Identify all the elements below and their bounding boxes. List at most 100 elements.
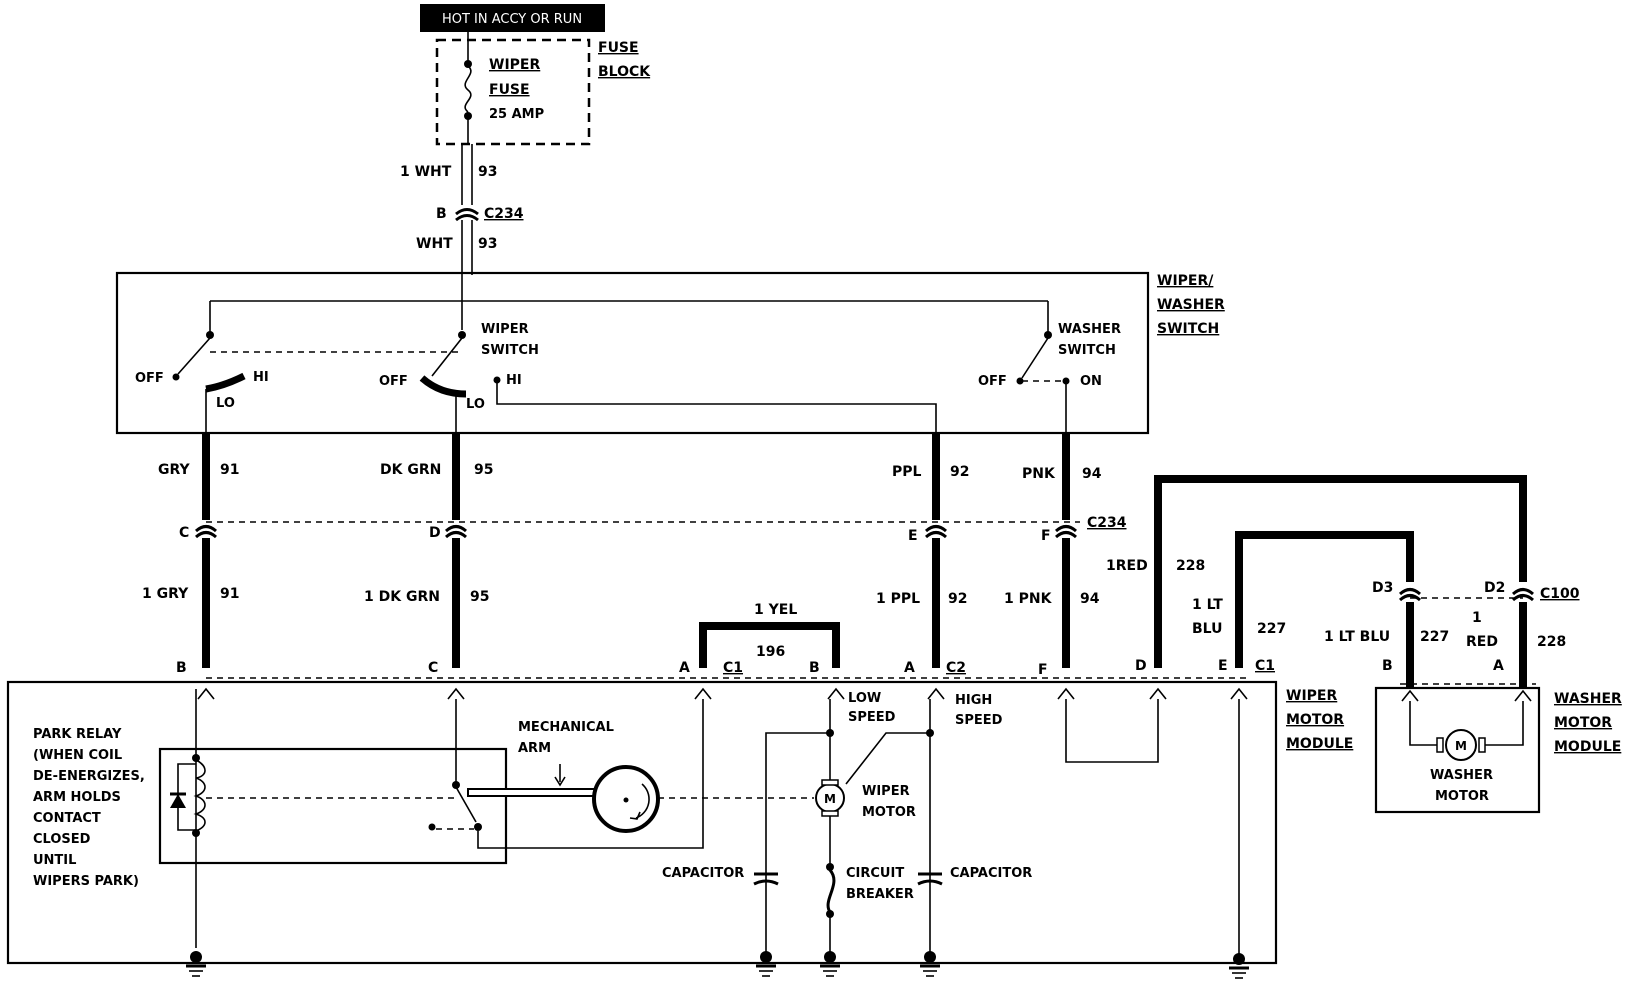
wiper-motor-symbol: M bbox=[824, 792, 836, 806]
module-pin-c: C bbox=[428, 660, 438, 676]
wiper-module-title: WIPER bbox=[1286, 688, 1337, 704]
wire-red: 1RED bbox=[1106, 558, 1148, 574]
high-speed-label: HIGH bbox=[955, 693, 992, 708]
module-pin-d: D bbox=[1135, 658, 1147, 674]
module-c1-e: C1 bbox=[1255, 658, 1275, 674]
wire-red-228 bbox=[1154, 475, 1527, 668]
switch-assembly-title-3: SWITCH bbox=[1157, 321, 1219, 337]
wire-gry-upper-circuit: 91 bbox=[220, 462, 239, 478]
high-speed-label-2: SPEED bbox=[955, 713, 1003, 728]
svg-text:CONTACT: CONTACT bbox=[33, 811, 101, 826]
fuse-block-title-2: BLOCK bbox=[598, 64, 651, 80]
wire-gry-upper: GRY bbox=[158, 462, 191, 478]
fuse-name: WIPER bbox=[489, 57, 540, 73]
wire-pnk-pin: F bbox=[1041, 528, 1051, 544]
capacitor-right-icon bbox=[917, 872, 943, 886]
washer-ltblu-circuit: 227 bbox=[1420, 629, 1449, 645]
module-entry-arrows bbox=[197, 687, 1248, 700]
wiper-motor-label: WIPER bbox=[862, 784, 910, 799]
wire-ppl-pin: E bbox=[908, 528, 918, 544]
wire-yel-196 bbox=[699, 622, 840, 668]
washer-pin-a: A bbox=[1493, 658, 1504, 674]
mid-switch-hi: HI bbox=[506, 373, 522, 388]
ground-icons bbox=[186, 951, 1249, 979]
module-pin-e: E bbox=[1218, 658, 1228, 674]
switch-assembly-title-2: WASHER bbox=[1157, 297, 1225, 313]
wiper-switch-label-2: SWITCH bbox=[481, 343, 539, 358]
wire-pnk-upper: PNK bbox=[1022, 466, 1056, 482]
washer-red-wire-1: 1 bbox=[1472, 610, 1482, 626]
washer-ltblu-wire: 1 LT BLU bbox=[1324, 629, 1390, 645]
washer-module-title-3: MODULE bbox=[1554, 739, 1621, 755]
wiper-module-title-2: MOTOR bbox=[1286, 712, 1344, 728]
feed-upper-wire: 1 WHT bbox=[400, 164, 452, 180]
washer-connector: C100 bbox=[1540, 586, 1580, 602]
washer-red-circuit: 228 bbox=[1537, 634, 1566, 650]
wire-ppl-upper: PPL bbox=[892, 464, 922, 480]
circuit-breaker-label: CIRCUIT bbox=[846, 866, 904, 881]
wire-pnk-upper-circuit: 94 bbox=[1082, 466, 1102, 482]
module-pin-f: F bbox=[1038, 662, 1048, 678]
svg-text:WIPERS PARK): WIPERS PARK) bbox=[33, 874, 139, 889]
left-switch-off: OFF bbox=[135, 371, 164, 386]
capacitor-left-label: CAPACITOR bbox=[662, 866, 744, 881]
wiper-switch-label: WIPER bbox=[481, 322, 529, 337]
switch-assembly-title: WIPER/ bbox=[1157, 273, 1214, 289]
wire-dkgrn-upper-circuit: 95 bbox=[474, 462, 493, 478]
left-switch-lo: LO bbox=[216, 396, 235, 411]
washer-switch-off: OFF bbox=[978, 374, 1007, 389]
harness-connector: C234 bbox=[1087, 515, 1127, 531]
mechanical-arm-icon bbox=[467, 788, 609, 797]
wire-dkgrn-upper: DK GRN bbox=[380, 462, 441, 478]
wiper-motor-label-2: MOTOR bbox=[862, 805, 916, 820]
diode-icon bbox=[170, 794, 186, 808]
wire-gry-lower: 1 GRY bbox=[142, 586, 189, 602]
low-speed-label: LOW bbox=[848, 691, 881, 706]
svg-text:CLOSED: CLOSED bbox=[33, 832, 91, 847]
wire-yel-circuit: 196 bbox=[756, 644, 785, 660]
washer-motor-icon bbox=[1445, 729, 1477, 761]
washer-switch-on: ON bbox=[1080, 374, 1102, 389]
module-pin-b-c1: B bbox=[809, 660, 820, 676]
wire-ppl-lower: 1 PPL bbox=[876, 591, 920, 607]
washer-module-title-2: MOTOR bbox=[1554, 715, 1612, 731]
fuse-icon bbox=[464, 65, 472, 113]
washer-pin-d2: D2 bbox=[1484, 580, 1505, 596]
wire-dkgrn-pin: D bbox=[429, 525, 441, 541]
wire-dkgrn-lower-circuit: 95 bbox=[470, 589, 489, 605]
fuse-block-title: FUSE bbox=[598, 40, 639, 56]
feed-connector: C234 bbox=[484, 206, 524, 222]
wire-pnk-lower: 1 PNK bbox=[1004, 591, 1053, 607]
washer-red-wire-2: RED bbox=[1466, 634, 1498, 650]
washer-motor-module-box bbox=[1374, 686, 1541, 814]
mechanical-arm-label: MECHANICAL bbox=[518, 720, 614, 735]
wiper-module-title-3: MODULE bbox=[1286, 736, 1353, 752]
wiper-switch-contact bbox=[419, 375, 467, 398]
fuse-name-2: FUSE bbox=[489, 82, 530, 98]
module-pin-a-c2: A bbox=[904, 660, 915, 676]
park-relay-box bbox=[158, 747, 508, 865]
capacitor-left-icon bbox=[753, 872, 779, 886]
connector-c234-feed-icon bbox=[455, 208, 479, 216]
svg-text:DE-ENERGIZES,: DE-ENERGIZES, bbox=[33, 769, 145, 784]
mid-switch-off: OFF bbox=[379, 374, 408, 389]
feed-upper-circuit: 93 bbox=[478, 164, 497, 180]
module-pin-b: B bbox=[176, 660, 187, 676]
washer-module-title: WASHER bbox=[1554, 691, 1622, 707]
wire-gry-pin: C bbox=[179, 525, 189, 541]
circuit-breaker-label-2: BREAKER bbox=[846, 887, 914, 902]
park-relay-label: PARK RELAY (WHEN COIL DE-ENERGIZES, ARM … bbox=[33, 727, 145, 889]
circuit-breaker-icon bbox=[826, 869, 836, 913]
wire-ltblu-1: 1 LT bbox=[1192, 597, 1223, 613]
module-c2: C2 bbox=[946, 660, 966, 676]
feed-lower-circuit: 93 bbox=[478, 236, 497, 252]
wiper-motor-module-box bbox=[6, 680, 1278, 965]
left-switch-lo-hi-contact bbox=[205, 372, 246, 393]
svg-text:(WHEN COIL: (WHEN COIL bbox=[33, 748, 122, 763]
fuse-rating: 25 AMP bbox=[489, 107, 544, 122]
feed-lower-wire: WHT bbox=[416, 236, 453, 252]
left-switch-hi: HI bbox=[253, 370, 269, 385]
low-speed-label-2: SPEED bbox=[848, 710, 896, 725]
wire-yel: 1 YEL bbox=[754, 602, 797, 618]
